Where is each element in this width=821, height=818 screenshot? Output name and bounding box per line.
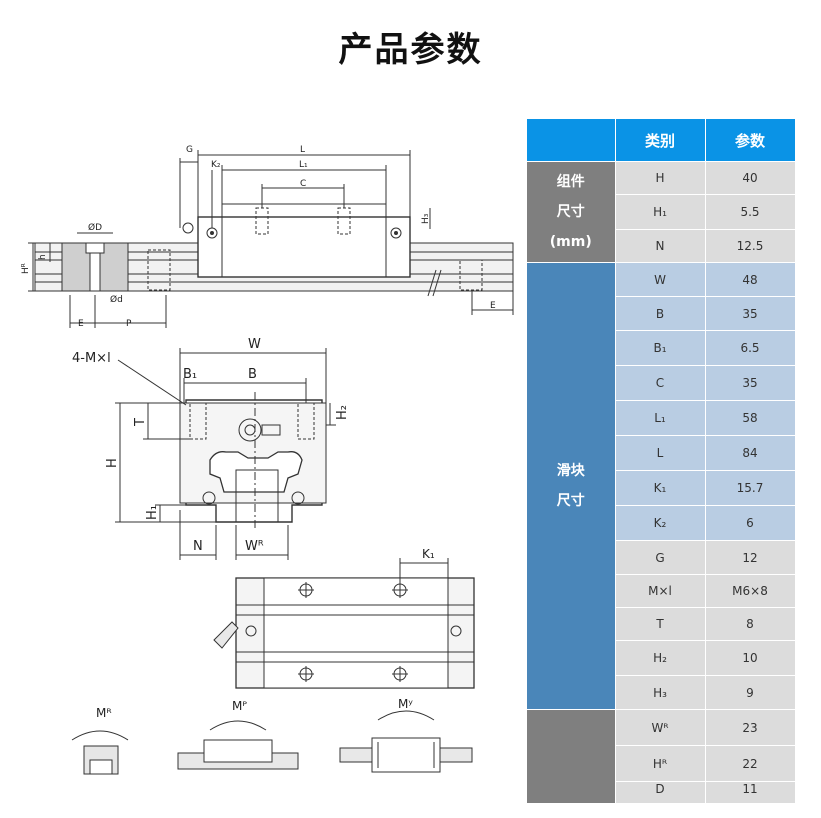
label-h: h — [38, 254, 48, 260]
label-T: T — [133, 418, 148, 427]
table-row: D 11 — [527, 781, 795, 803]
table-row: 滑块 尺寸 W 48 — [527, 262, 795, 710]
label-W: W — [248, 337, 261, 352]
label-MY: Mʸ — [398, 697, 413, 711]
table-row: Hᴿ 22 — [527, 745, 795, 782]
group-label-component: 组件 尺寸 (mm) — [527, 161, 616, 263]
label-MP: Mᴾ — [232, 699, 247, 713]
table-row: T 8 — [527, 607, 795, 641]
table-row: H₂ 10 — [527, 640, 795, 676]
table-row: H₁ 5.5 — [527, 194, 795, 230]
label-B: B — [248, 367, 257, 382]
label-P: P — [126, 319, 132, 329]
header-value: 参数 — [705, 119, 795, 162]
label-HR: Hᴿ — [21, 263, 31, 274]
table-row: C 35 — [527, 365, 795, 401]
table-row: 组件 尺寸 (mm) H 40 — [527, 161, 795, 263]
table-row: K₂ 6 — [527, 505, 795, 541]
table-row: N 12.5 — [527, 229, 795, 263]
table-row: M×l M6×8 — [527, 574, 795, 608]
label-E-left: E — [78, 319, 84, 329]
label-OD: ØD — [88, 222, 102, 233]
label-MR: Mᴿ — [96, 706, 112, 720]
parameter-table: 类别 参数 组件 尺寸 (mm) H 40 H₁ 5.5 N 12.5 滑块 尺… — [527, 119, 795, 803]
group-label-rail — [527, 709, 616, 803]
label-WR: Wᴿ — [245, 539, 264, 554]
group-label-slider: 滑块 尺寸 — [527, 262, 616, 710]
table-row: L₁ 58 — [527, 400, 795, 436]
table-row: L 84 — [527, 435, 795, 471]
table-header-row: 类别 参数 — [527, 119, 795, 162]
table-row: B₁ 6.5 — [527, 330, 795, 366]
table-row: H₃ 9 — [527, 675, 795, 710]
table-row: B 35 — [527, 296, 795, 331]
label-K2: K₂ — [211, 160, 221, 170]
page-title: 产品参数 — [338, 30, 483, 70]
label-E-right: E — [490, 301, 496, 311]
header-blank — [527, 119, 616, 162]
label-N: N — [193, 539, 203, 554]
label-H3: H₃ — [421, 213, 431, 224]
label-L: L — [300, 145, 305, 155]
table-row: K₁ 15.7 — [527, 470, 795, 506]
label-H2: H₂ — [335, 405, 350, 420]
label-od: Ød — [110, 294, 123, 305]
linear-guide-drawing: G L K₂ L₁ C H₃ ØD h Hᴿ Ød E P E — [21, 145, 514, 775]
label-K1: K₁ — [422, 547, 435, 561]
label-4-Mxl: 4-M×l — [72, 351, 111, 366]
label-H1: H₁ — [145, 505, 160, 520]
label-G: G — [186, 145, 193, 155]
label-B1: B₁ — [183, 367, 197, 382]
label-C: C — [300, 179, 306, 189]
table-row: G 12 — [527, 540, 795, 575]
table-row: Wᴿ 23 — [527, 709, 795, 803]
header-category: 类别 — [615, 119, 706, 162]
label-H: H — [105, 458, 120, 468]
label-L1: L₁ — [299, 160, 308, 170]
